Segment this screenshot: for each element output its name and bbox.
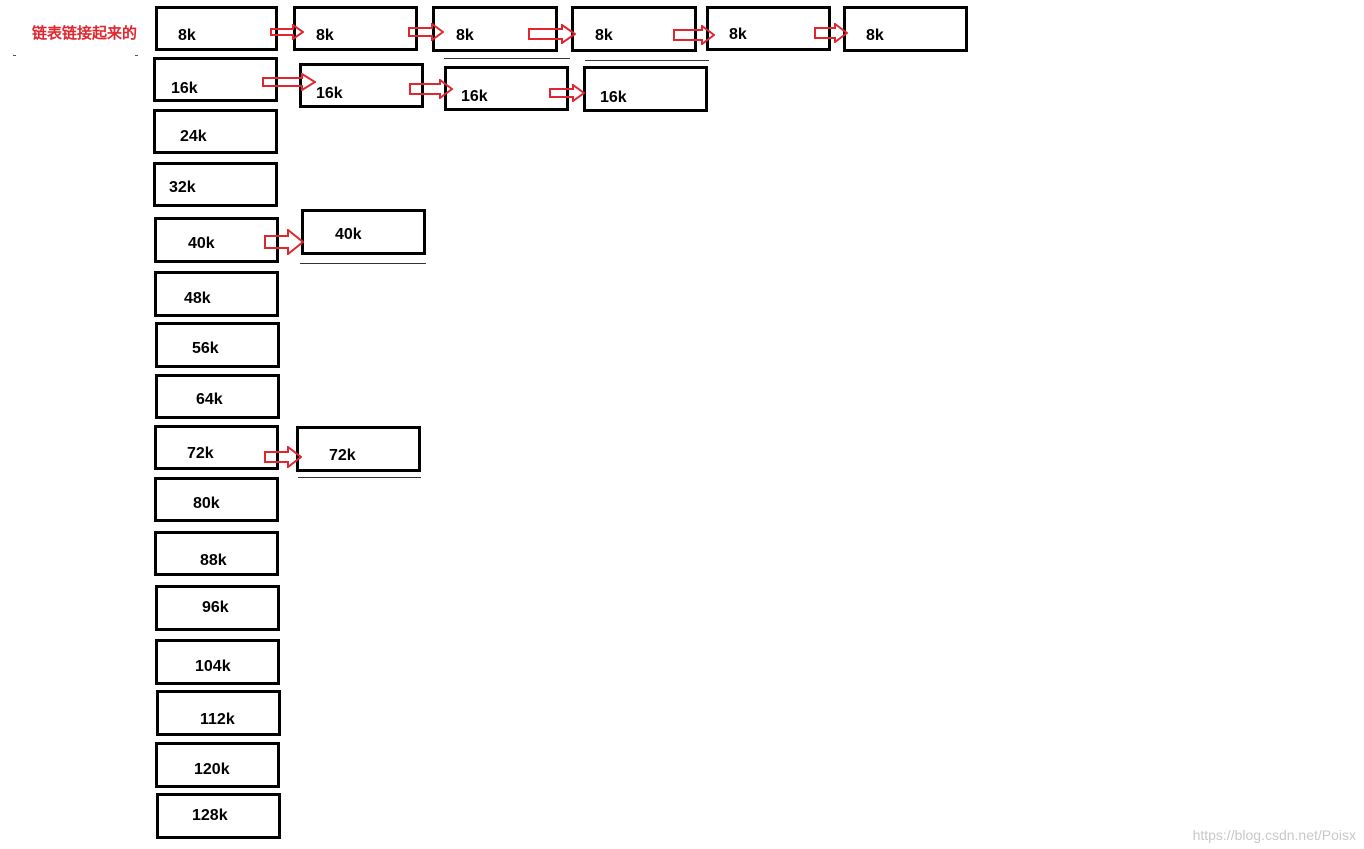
size-class-box: 16k: [153, 57, 278, 102]
size-class-label: 64k: [196, 391, 223, 408]
size-class-box: 48k: [154, 271, 279, 317]
size-class-label: 128k: [192, 807, 228, 824]
size-class-box: 112k: [156, 690, 281, 736]
chain-node-label: 8k: [595, 27, 613, 44]
size-class-label: 48k: [184, 290, 211, 307]
link-arrow-icon: [264, 446, 302, 468]
size-class-label: 112k: [200, 711, 235, 728]
size-class-box: 128k: [156, 793, 281, 839]
size-class-label: 16k: [171, 80, 198, 97]
size-class-box: 80k: [154, 477, 279, 522]
link-arrow-icon: [549, 84, 585, 102]
size-class-label: 32k: [169, 179, 196, 196]
chain-node-label: 72k: [329, 447, 356, 464]
size-class-box: 72k: [154, 425, 279, 470]
chain-node-label: 8k: [316, 27, 334, 44]
chain-node: 8k: [293, 6, 418, 51]
size-class-label: 40k: [188, 235, 215, 252]
watermark: https://blog.csdn.net/Poisx: [1192, 827, 1356, 843]
link-arrow-icon: [264, 229, 304, 255]
chain-end-underline: [300, 263, 426, 264]
size-class-label: 96k: [202, 599, 229, 616]
chain-node: 16k: [444, 66, 569, 111]
chain-end-underline: [444, 58, 570, 59]
chain-end-underline: [298, 477, 421, 478]
link-arrow-icon: [409, 79, 453, 99]
size-class-box: 64k: [155, 374, 280, 419]
link-arrow-icon: [528, 24, 576, 44]
chain-node-label: 8k: [456, 27, 474, 44]
caption-tick: [135, 55, 138, 56]
size-class-box: 120k: [155, 742, 280, 788]
size-class-box: 40k: [154, 217, 279, 263]
size-class-box: 104k: [155, 639, 280, 685]
chain-node: 72k: [296, 426, 421, 472]
size-class-box: 96k: [155, 585, 280, 631]
chain-node-label: 16k: [600, 89, 627, 106]
size-class-box: 24k: [153, 109, 278, 154]
link-arrow-icon: [673, 25, 715, 45]
link-arrow-icon: [408, 23, 444, 41]
size-class-label: 88k: [200, 552, 227, 569]
link-arrow-icon: [262, 73, 316, 91]
size-class-label: 24k: [180, 128, 207, 145]
size-class-label: 104k: [195, 658, 231, 675]
chain-node-label: 40k: [335, 226, 362, 243]
link-arrow-icon: [270, 24, 304, 40]
size-class-label: 80k: [193, 495, 220, 512]
chain-node: 8k: [706, 6, 831, 51]
link-arrow-icon: [814, 23, 848, 43]
size-class-label: 120k: [194, 761, 230, 778]
chain-caption: 链表链接起来的: [32, 24, 138, 42]
size-class-box: 56k: [155, 322, 280, 368]
chain-node-label: 8k: [866, 27, 884, 44]
size-class-label: 8k: [178, 27, 196, 44]
size-class-label: 56k: [192, 340, 219, 357]
caption-tick: [13, 55, 16, 56]
size-class-box: 88k: [154, 531, 279, 576]
chain-node: 16k: [583, 66, 708, 112]
chain-node-label: 16k: [316, 85, 343, 102]
chain-node-label: 8k: [729, 26, 747, 43]
chain-node: 8k: [843, 6, 968, 52]
size-class-box: 32k: [153, 162, 278, 207]
chain-end-underline: [585, 60, 709, 61]
size-class-label: 72k: [187, 445, 214, 462]
chain-node: 40k: [301, 209, 426, 255]
size-class-box: 8k: [155, 6, 278, 51]
chain-node-label: 16k: [461, 88, 488, 105]
chain-node: 16k: [299, 63, 424, 108]
